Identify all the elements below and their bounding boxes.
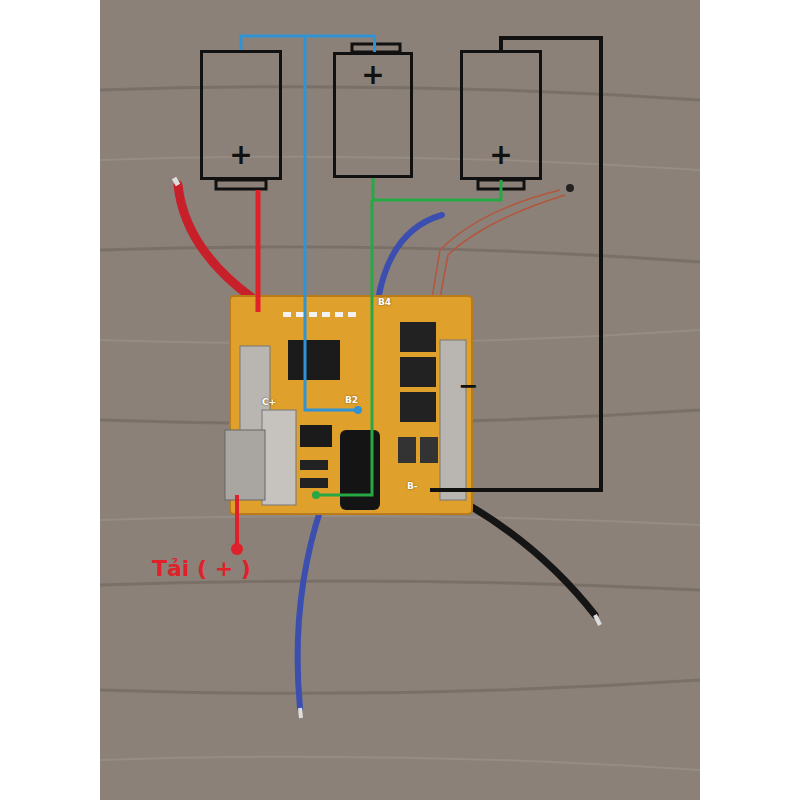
- polarity-mark: −: [458, 374, 478, 398]
- polarity-mark: +: [361, 61, 384, 89]
- pad-label: C+: [262, 398, 276, 407]
- battery-cell: +: [333, 52, 413, 178]
- pad-label: B4: [378, 298, 391, 307]
- load-label: Tải ( + ): [152, 558, 251, 580]
- battery-cell: +: [200, 50, 282, 180]
- polarity-mark: +: [489, 141, 512, 169]
- polarity-mark: +: [229, 141, 252, 169]
- battery-cell: +: [460, 50, 542, 180]
- pad-label: B-: [407, 482, 418, 491]
- cell-link-wire: [373, 178, 501, 200]
- pad-label: B2: [345, 396, 358, 405]
